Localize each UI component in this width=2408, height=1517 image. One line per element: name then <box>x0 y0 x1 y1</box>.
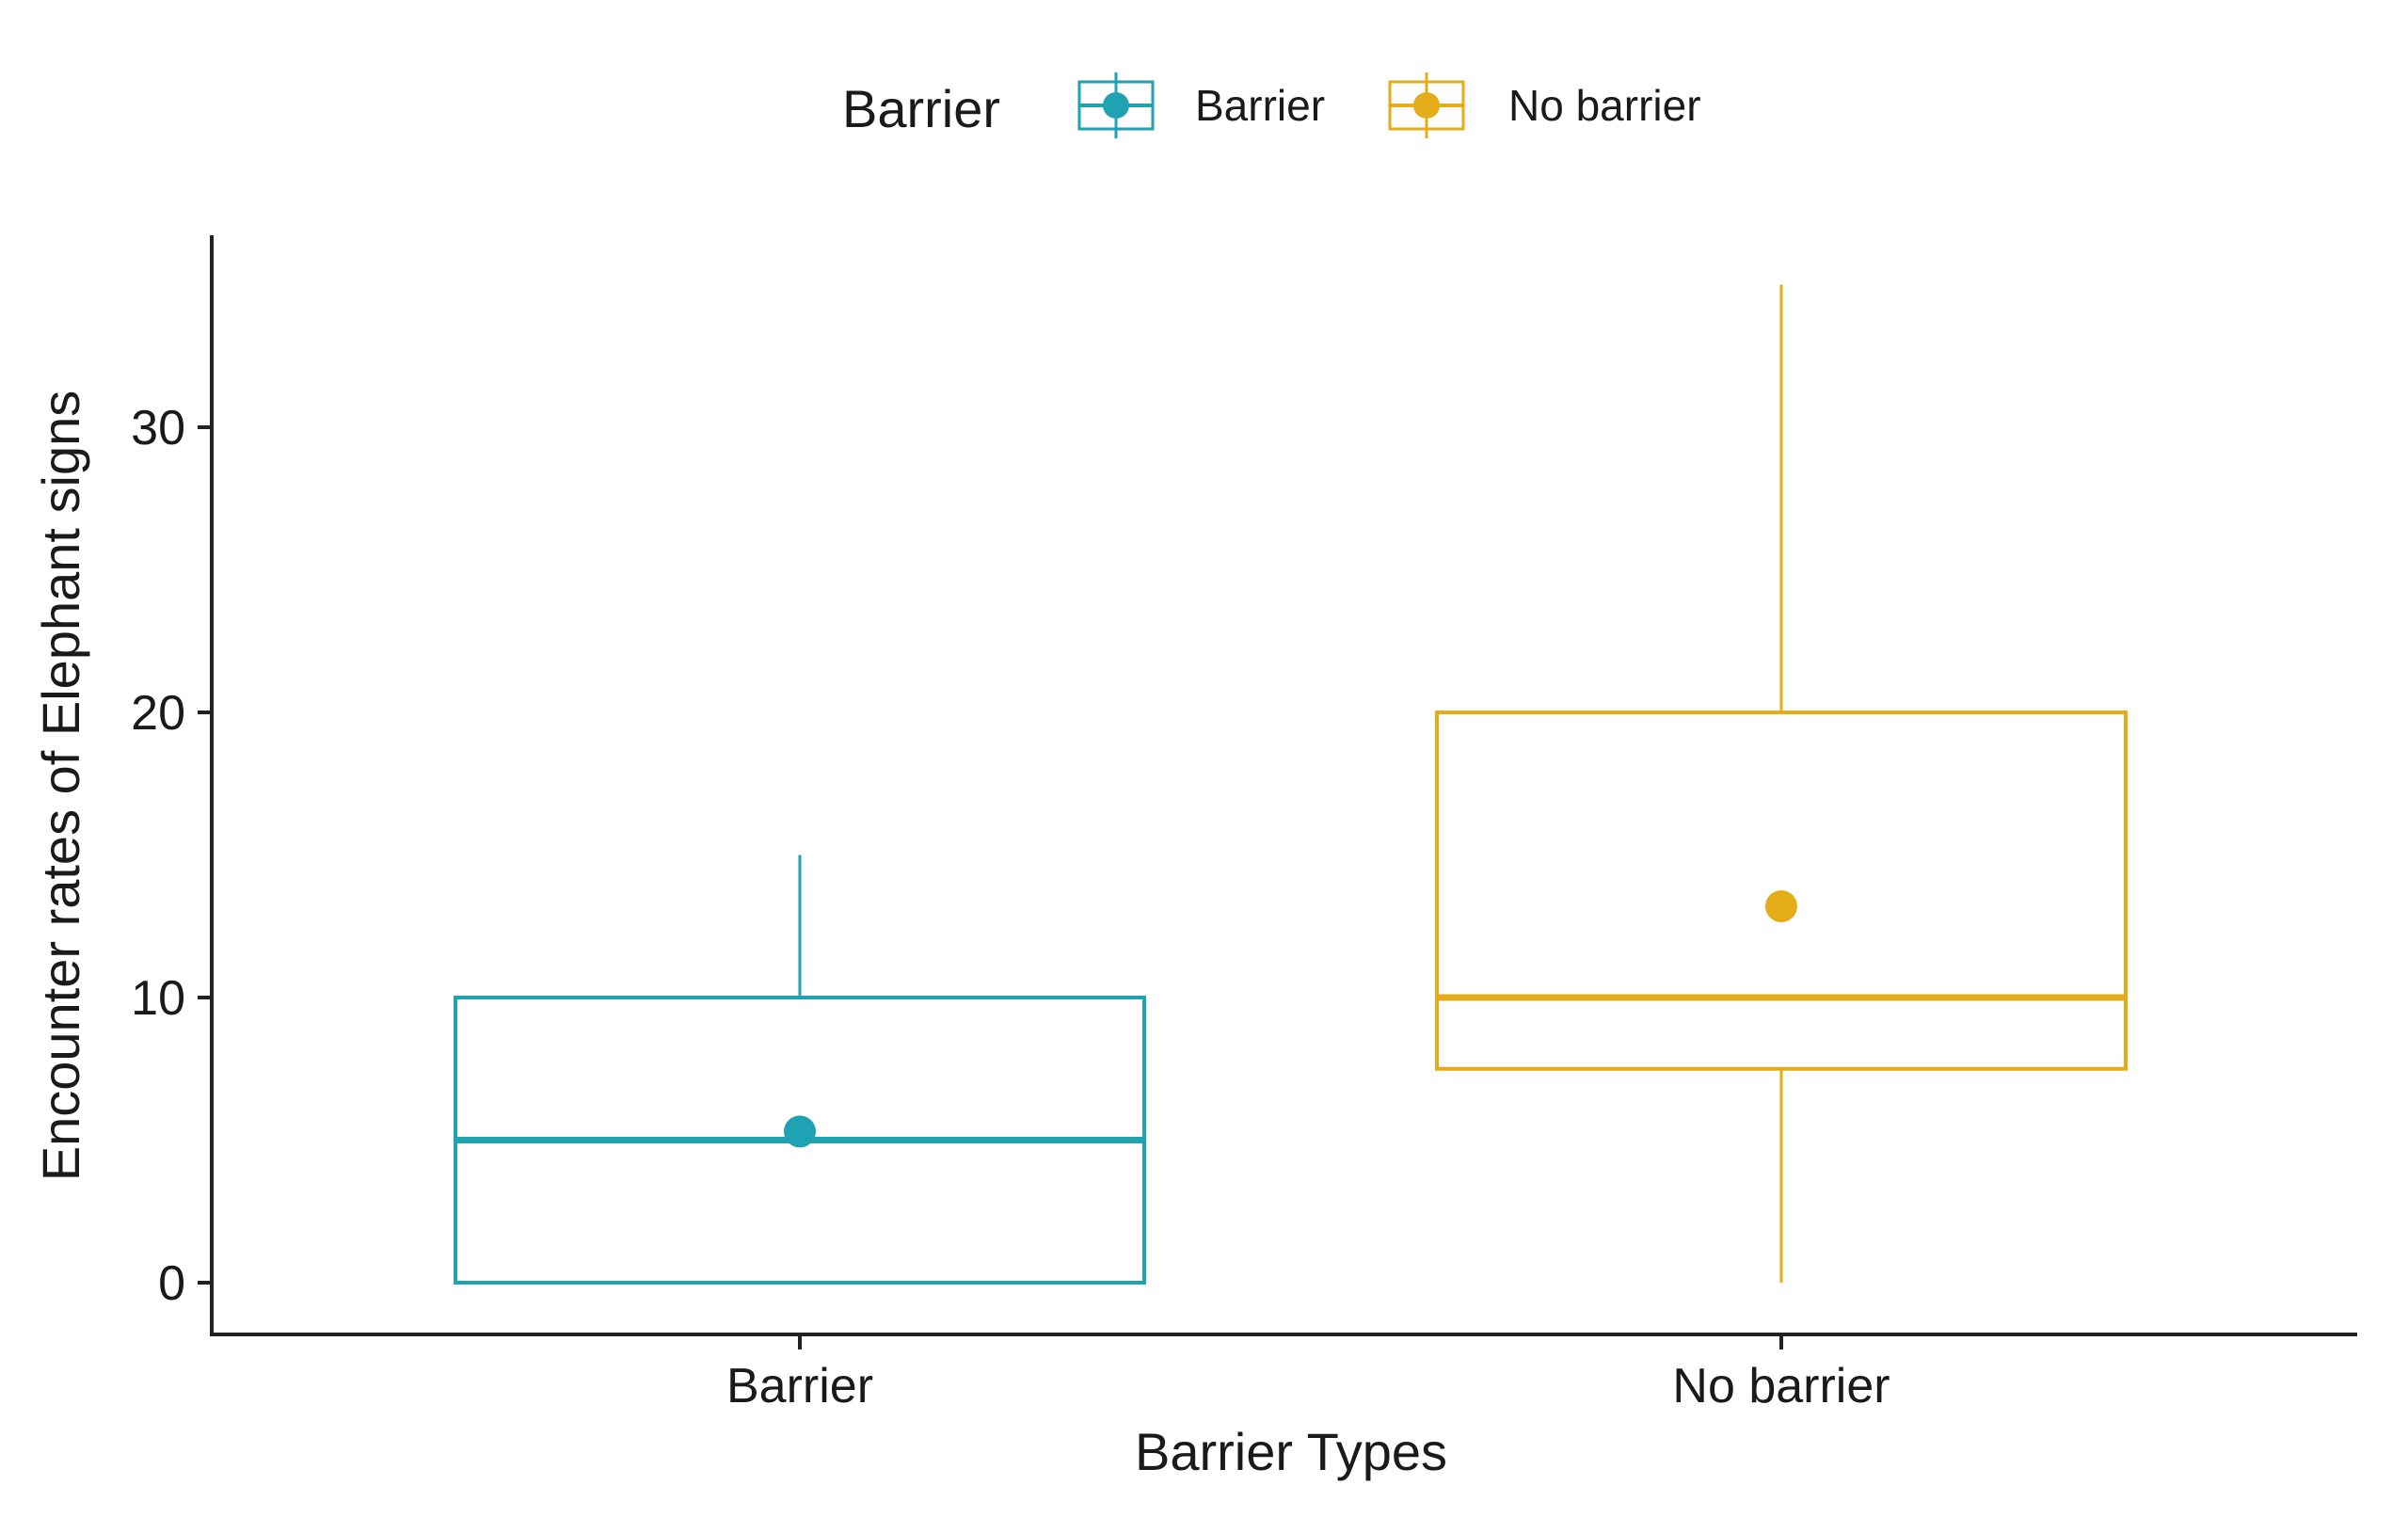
x-ticks: Barrier No barrier <box>726 1334 1890 1413</box>
y-tick-label: 0 <box>158 1256 185 1311</box>
y-axis: 0 10 20 30 Encounter rates of Elephant sign… <box>31 235 214 1334</box>
boxes <box>454 284 2128 1285</box>
legend-label-barrier: Barrier <box>1195 81 1325 130</box>
x-tick-label-barrier: Barrier <box>726 1359 873 1413</box>
x-axis-title: Barrier Types <box>1135 1422 1447 1481</box>
legend-entry-barrier: Barrier <box>1077 72 1325 138</box>
legend-entry-no-barrier: No barrier <box>1388 72 1701 138</box>
legend-key-no-barrier <box>1388 72 1465 138</box>
y-tick-label: 10 <box>131 971 185 1026</box>
y-tick-label: 30 <box>131 401 185 455</box>
legend-entries: Barrier No barrier <box>1077 72 1701 138</box>
legend-key-barrier <box>1077 72 1155 138</box>
mean-point <box>1765 890 1797 923</box>
legend-label-no-barrier: No barrier <box>1508 81 1701 130</box>
box-iqr <box>1435 711 2128 1071</box>
x-tick-label-no-barrier: No barrier <box>1672 1359 1890 1413</box>
legend-title: Barrier <box>842 79 1000 138</box>
legend: Barrier Barrier No barrier <box>842 72 1701 138</box>
y-axis-title: Encounter rates of Elephant signs <box>31 391 90 1182</box>
box-no-barrier <box>1435 284 2128 1283</box>
x-axis: Barrier No barrier Barrier Types <box>210 1333 2357 1481</box>
y-ticks: 0 10 20 30 <box>131 401 212 1311</box>
box-barrier <box>454 854 1146 1285</box>
y-tick-label: 20 <box>131 686 185 741</box>
mean-point <box>784 1115 816 1148</box>
